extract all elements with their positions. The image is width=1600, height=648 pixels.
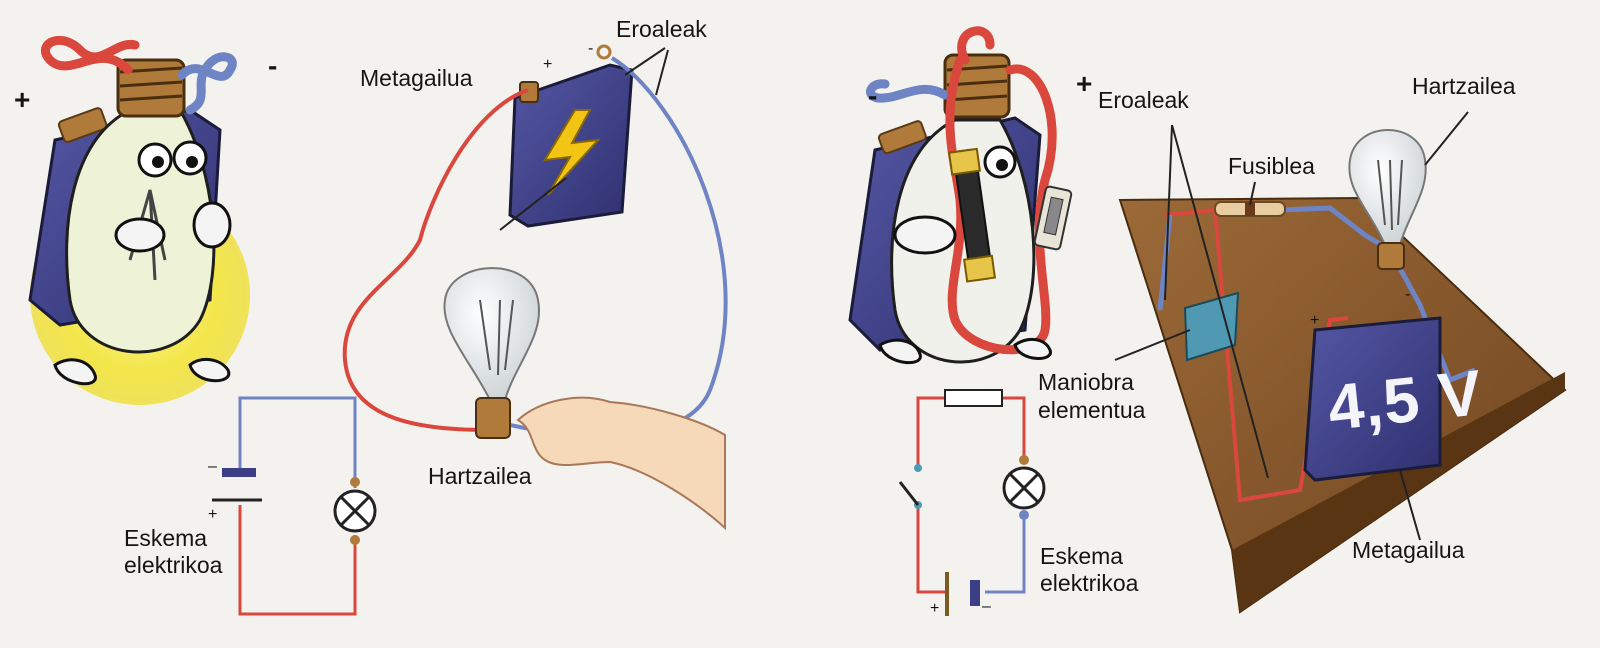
negative-wire — [177, 52, 237, 115]
hand — [516, 396, 726, 531]
schematic-blue-wire — [985, 515, 1026, 594]
schematic-lamp-symbol — [1002, 466, 1046, 510]
schematic-fuse-symbol — [944, 389, 1003, 407]
battery-minus-terminal: - — [588, 40, 594, 57]
label-eskema-line2: elektrikoa — [124, 552, 223, 578]
schematic-minus-sign: – — [982, 598, 991, 615]
lightning-icon — [543, 109, 601, 196]
battery-plus-terminal: + — [543, 56, 553, 73]
schematic-red-wire — [916, 396, 945, 468]
schematic-battery-minus-plate — [222, 468, 256, 477]
left-character-illustration — [28, 35, 250, 405]
board-minus-sign: - — [1405, 286, 1411, 303]
label-fusiblea: Fusiblea — [1228, 153, 1315, 179]
label-metagailua: Metagailua — [360, 65, 473, 91]
battery-terminal — [57, 107, 108, 143]
schematic-plus-sign: + — [930, 600, 940, 617]
bulb-hartzailea — [443, 267, 541, 401]
label-hartzailea: Hartzailea — [1412, 73, 1516, 99]
right-character-illustration — [848, 26, 1073, 365]
board-plus-sign: + — [1310, 312, 1320, 329]
left-real-circuit — [342, 44, 728, 531]
schematic-switch-symbol — [898, 481, 920, 506]
right-plus-sign: + — [1076, 68, 1093, 99]
board-battery — [1303, 316, 1442, 482]
left-minus-sign: - — [268, 50, 278, 81]
label-eskema-line1: Eskema — [124, 525, 208, 551]
board-bulb — [1348, 129, 1427, 246]
label-metagailua: Metagailua — [1352, 537, 1465, 563]
label-eroaleak: Eroaleak — [616, 16, 707, 42]
schematic-plus-sign: + — [208, 506, 218, 523]
right-schematic — [898, 389, 1046, 616]
positive-wire — [41, 35, 140, 75]
label-maniobra-line1: Maniobra — [1038, 369, 1134, 395]
negative-wire — [866, 79, 950, 103]
board-red-wire — [1164, 207, 1349, 503]
schematic-battery-minus-plate — [970, 580, 980, 606]
left-schematic — [212, 396, 377, 616]
right-minus-sign: - — [868, 80, 878, 111]
right-board-circuit — [1114, 111, 1567, 614]
schematic-lamp-symbol — [333, 489, 377, 533]
label-eskema-line2: elektrikoa — [1040, 570, 1139, 596]
label-maniobra-line2: elementua — [1038, 397, 1146, 423]
left-red-wire — [342, 88, 529, 432]
label-hartzailea: Hartzailea — [428, 463, 532, 489]
schematic-red-wire — [238, 505, 357, 616]
label-eroaleak: Eroaleak — [1098, 87, 1189, 113]
schematic-blue-wire — [238, 396, 357, 488]
board-switch — [1183, 291, 1240, 362]
label-eskema-line1: Eskema — [1040, 543, 1124, 569]
schematic-minus-sign: – — [208, 458, 217, 475]
left-plus-sign: + — [14, 84, 31, 115]
